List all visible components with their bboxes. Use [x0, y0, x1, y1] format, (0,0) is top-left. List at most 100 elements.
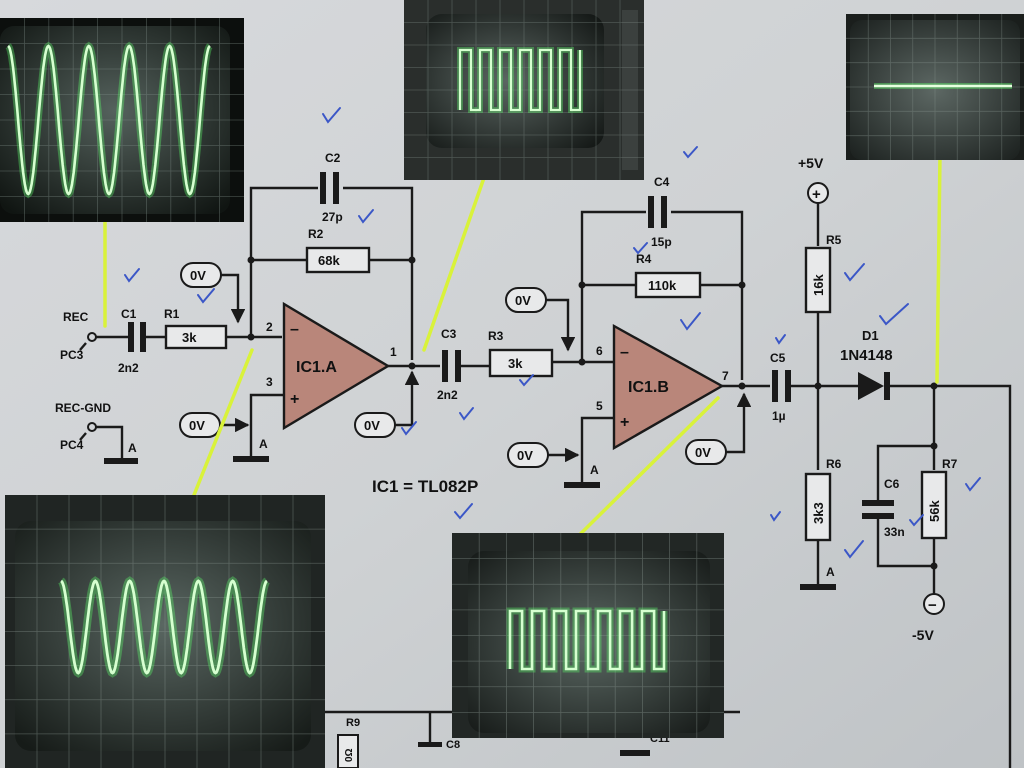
- supply-positive: +5V +: [798, 155, 829, 204]
- svg-text:7: 7: [722, 369, 729, 383]
- resistor-r6: R6 3k3: [804, 457, 842, 542]
- zero-volt-ref-1: 0V: [180, 262, 246, 324]
- scope-sine-large: [5, 495, 325, 768]
- svg-text:6: 6: [596, 344, 603, 358]
- svg-text:2: 2: [266, 320, 273, 334]
- capacitor-c5: C5 1µ: [770, 351, 791, 423]
- resistor-r3: R3 3k: [488, 329, 554, 378]
- rec-gnd-label: REC-GND: [55, 401, 111, 415]
- svg-text:R6: R6: [826, 457, 842, 471]
- svg-text:0V: 0V: [517, 448, 533, 463]
- ground-a-label: A: [128, 441, 137, 455]
- svg-text:+5V: +5V: [798, 155, 824, 171]
- rec-gnd-input: REC-GND PC4 A: [55, 401, 138, 464]
- scope-photo-opamp-a-input: [5, 495, 325, 768]
- svg-text:A: A: [826, 565, 835, 579]
- svg-text:C3: C3: [441, 327, 457, 341]
- opamp-ic1b: IC1.B – + 6 5 7: [596, 323, 729, 451]
- svg-text:R3: R3: [488, 329, 504, 343]
- resistor-r2: R2 68k: [305, 227, 371, 274]
- svg-text:C8: C8: [446, 739, 460, 751]
- svg-text:-5V: -5V: [912, 627, 934, 643]
- svg-text:R2: R2: [308, 227, 324, 241]
- svg-text:1: 1: [390, 345, 397, 359]
- rec-input: REC PC3: [60, 310, 128, 362]
- capacitor-c6: C6 33n: [862, 477, 905, 539]
- scope-sine-small: [0, 18, 244, 222]
- svg-text:2n2: 2n2: [118, 361, 139, 375]
- svg-text:0Ω: 0Ω: [344, 748, 355, 762]
- handwritten-check-marks: [124, 107, 981, 559]
- svg-text:−: −: [928, 597, 937, 614]
- svg-text:–: –: [290, 321, 299, 338]
- scope-square-small: [404, 0, 644, 180]
- svg-text:IC1.B: IC1.B: [628, 379, 669, 396]
- svg-text:C2: C2: [325, 151, 341, 165]
- svg-text:R4: R4: [636, 252, 652, 266]
- scope-photo-diode-output: [846, 14, 1024, 160]
- diode-d1: D1 1N4148: [840, 328, 893, 400]
- svg-text:16k: 16k: [811, 274, 826, 296]
- scope-photo-opamp-b-output: [452, 533, 724, 738]
- svg-text:C4: C4: [654, 175, 670, 189]
- zero-volt-ref-2: 0V: [179, 412, 250, 438]
- resistor-r1: R1 3k: [164, 307, 228, 350]
- rec-label: REC: [63, 310, 89, 324]
- svg-text:3k3: 3k3: [811, 502, 826, 524]
- svg-text:3k: 3k: [182, 330, 197, 345]
- svg-text:2n2: 2n2: [437, 388, 458, 402]
- zero-volt-ref-4: 0V: [505, 287, 576, 352]
- resistor-r7: R7 56k: [920, 457, 958, 540]
- zero-volt-ref-3: 0V: [354, 370, 420, 438]
- svg-text:56k: 56k: [927, 500, 942, 522]
- svg-text:+: +: [290, 391, 299, 408]
- svg-text:+: +: [812, 186, 821, 203]
- scope-photo-opamp-a-output: [404, 0, 644, 180]
- svg-text:C5: C5: [770, 351, 786, 365]
- capacitor-c2: C2 27p: [320, 151, 343, 224]
- pc4-label: PC4: [60, 438, 84, 452]
- supply-negative: − -5V: [912, 593, 945, 643]
- svg-text:3: 3: [266, 375, 273, 389]
- svg-text:A: A: [259, 437, 268, 451]
- svg-text:5: 5: [596, 399, 603, 413]
- svg-text:–: –: [620, 344, 629, 361]
- pc3-label: PC3: [60, 348, 84, 362]
- svg-text:C6: C6: [884, 477, 900, 491]
- svg-text:0V: 0V: [189, 418, 205, 433]
- svg-text:0V: 0V: [515, 293, 531, 308]
- svg-text:D1: D1: [862, 328, 879, 343]
- svg-text:C1: C1: [121, 307, 137, 321]
- svg-text:R5: R5: [826, 233, 842, 247]
- zero-volt-ref-5: 0V: [507, 442, 580, 468]
- capacitor-c3: C3 2n2: [437, 327, 461, 402]
- svg-text:1N4148: 1N4148: [840, 347, 893, 364]
- svg-text:0V: 0V: [364, 418, 380, 433]
- svg-text:68k: 68k: [318, 253, 340, 268]
- scope-square-large: [452, 533, 724, 738]
- svg-text:A: A: [590, 463, 599, 477]
- svg-text:0V: 0V: [695, 445, 711, 460]
- opamp-ic1a: IC1.A – + 2 3 1: [266, 301, 397, 431]
- ic-note: IC1 = TL082P: [372, 477, 478, 496]
- svg-text:110k: 110k: [648, 278, 677, 293]
- svg-text:R7: R7: [942, 457, 958, 471]
- svg-text:33n: 33n: [884, 525, 905, 539]
- svg-text:3k: 3k: [508, 356, 523, 371]
- scope-photo-rec-input: [0, 18, 244, 222]
- svg-text:R1: R1: [164, 307, 180, 321]
- resistor-r5: R5 16k: [804, 233, 842, 314]
- resistor-r4: R4 110k: [634, 252, 702, 299]
- svg-text:+: +: [620, 414, 629, 431]
- svg-text:R9: R9: [346, 717, 360, 729]
- zero-volt-ref-6: 0V: [685, 392, 752, 465]
- capacitor-c1: C1 2n2: [118, 307, 146, 375]
- svg-text:27p: 27p: [322, 210, 343, 224]
- svg-text:0V: 0V: [190, 268, 206, 283]
- svg-text:IC1.A: IC1.A: [296, 359, 337, 376]
- capacitor-c4: C4 15p: [648, 175, 672, 249]
- scope-flat-line: [846, 14, 1024, 160]
- svg-text:1µ: 1µ: [772, 409, 786, 423]
- svg-text:15p: 15p: [651, 235, 672, 249]
